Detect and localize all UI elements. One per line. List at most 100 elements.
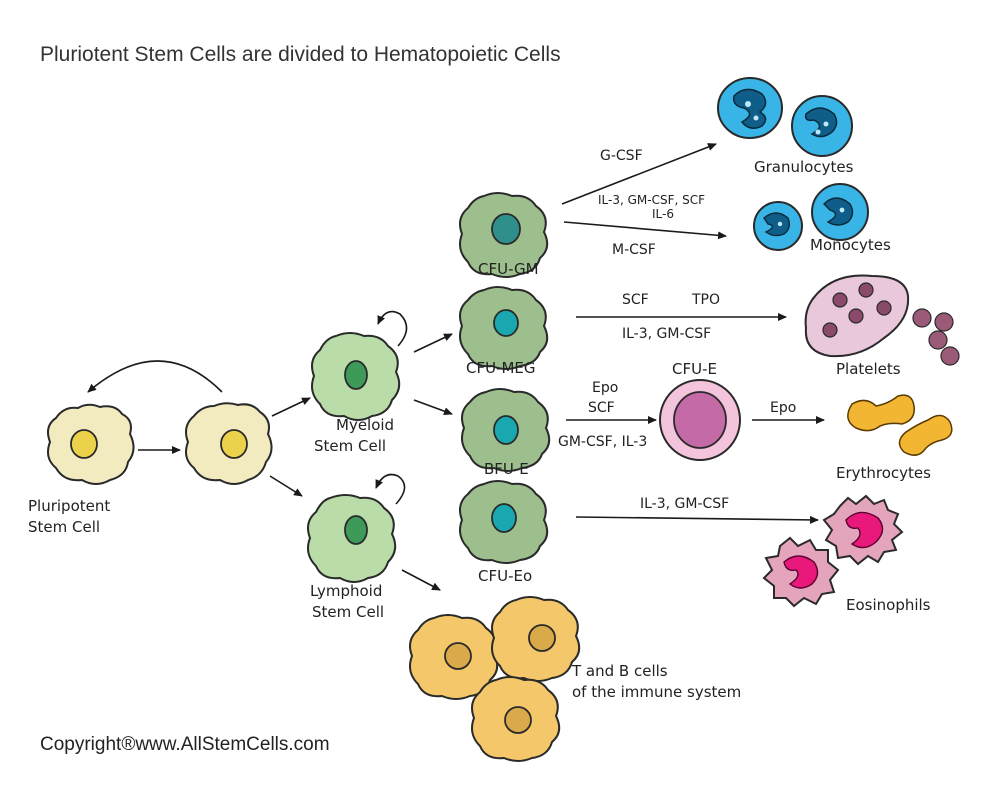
granulocyte-1-granule — [753, 115, 759, 121]
monocyte-1 — [753, 201, 803, 251]
eosinophil-2-nucleus — [783, 555, 819, 589]
granulocyte-1-granule — [745, 101, 751, 107]
tpo-label: TPO — [691, 292, 720, 308]
bfu-cytokine-mix-label: GM-CSF, IL-3 — [558, 434, 647, 450]
lymphoid-label-line2: Stem Cell — [312, 603, 384, 621]
bfu-e-nucleus — [493, 415, 519, 445]
platelet-granule — [822, 322, 838, 338]
monocytes-label: Monocytes — [810, 236, 891, 254]
myeloid-self-renewal-arrow — [377, 310, 408, 347]
epo-label-1: Epo — [592, 380, 618, 396]
to-cfu-meg-arrow — [413, 333, 453, 353]
g-csf-arrow — [561, 143, 717, 205]
lymphocyte-1-nucleus — [444, 642, 472, 670]
cfu-e-nucleus — [673, 391, 727, 449]
pluripotent-stem-cell-copy — [185, 402, 273, 485]
lymphoid-nucleus — [344, 515, 368, 545]
platelet-granule — [858, 282, 874, 298]
scf-label-2: SCF — [588, 400, 615, 416]
granulocyte-2-nucleus — [804, 107, 838, 138]
lymphocyte-3 — [471, 676, 561, 762]
lymphoid-label-line1: Lymphoid — [310, 582, 382, 600]
granulocytes-label: Granulocytes — [754, 158, 854, 176]
self-renewal-arrow — [87, 360, 223, 393]
cfu-eo-nucleus — [491, 503, 517, 533]
lymphocyte-2 — [491, 596, 581, 682]
g-csf-label: G-CSF — [600, 148, 643, 164]
cfu-e-label: CFU-E — [672, 360, 717, 378]
cfu-eo-label: CFU-Eo — [478, 567, 532, 585]
pluripotent-nucleus — [70, 429, 98, 459]
platelet — [940, 346, 960, 366]
platelet — [934, 312, 954, 332]
platelet — [928, 330, 948, 350]
gm-cytokine-mix-line1: IL-3, GM-CSF, SCF — [598, 193, 705, 207]
to-eosinophils-arrow — [575, 515, 819, 524]
platelet-granule — [848, 308, 864, 324]
cfu-gm-label: CFU-GM — [478, 260, 539, 278]
monocyte-2 — [811, 183, 869, 241]
platelet-granule — [876, 300, 892, 316]
eosinophils-label: Eosinophils — [846, 596, 931, 614]
diagram-title: Pluriotent Stem Cells are divided to Hem… — [40, 43, 561, 66]
eosinophil-1-nucleus — [845, 511, 884, 549]
lymphocyte-3-nucleus — [504, 706, 532, 734]
lymphoid-stem-cell — [307, 494, 397, 583]
eosinophil-2 — [762, 536, 840, 608]
granulocyte-2-granule — [823, 121, 829, 127]
cfu-meg-nucleus — [493, 309, 519, 337]
myeloid-nucleus — [344, 360, 368, 390]
eo-cytokine-mix-label: IL-3, GM-CSF — [640, 496, 729, 512]
megakaryocyte — [804, 274, 910, 358]
tb-cells-label-line2: of the immune system — [572, 683, 741, 701]
granulocyte-2-granule — [815, 129, 821, 135]
pluripotent-label-line2: Stem Cell — [28, 518, 100, 536]
cfu-gm-cell — [459, 192, 549, 278]
platelets-label: Platelets — [836, 360, 901, 378]
platelet-cluster — [912, 308, 960, 366]
erythrocyte-2-shape — [898, 414, 953, 456]
cfu-meg-cell — [459, 286, 549, 370]
to-lymphoid-arrow — [269, 475, 303, 497]
myeloid-label-line1: Myeloid — [336, 416, 394, 434]
monocyte-2-nucleus — [823, 197, 854, 226]
cfu-meg-label: CFU-MEG — [466, 359, 536, 377]
platelet-granule — [832, 292, 848, 308]
tb-cells-label-line1: T and B cells — [571, 662, 668, 680]
lymphocyte-2-nucleus — [528, 624, 556, 652]
granulocyte-2 — [791, 95, 853, 157]
monocyte-1-nucleus — [763, 212, 791, 237]
myeloid-label-line2: Stem Cell — [314, 437, 386, 455]
monocyte-2-granule — [839, 207, 845, 213]
gm-cytokine-mix-line2: IL-6 — [652, 207, 674, 221]
granulocyte-1 — [717, 77, 783, 139]
m-csf-label: M-CSF — [612, 242, 656, 258]
cfu-e-cell — [659, 379, 741, 461]
scf-label: SCF — [622, 292, 649, 308]
to-tb-cells-arrow — [401, 569, 441, 591]
lymphoid-self-renewal-arrow — [375, 473, 406, 505]
to-myeloid-arrow — [271, 397, 311, 417]
myeloid-stem-cell — [311, 332, 401, 421]
copyright-text: Copyright®www.AllStemCells.com — [40, 734, 330, 755]
to-bfu-e-arrow — [413, 399, 453, 415]
erythrocytes-label: Erythrocytes — [836, 464, 931, 482]
bfu-e-label: BFU-E — [484, 460, 529, 478]
eosinophil-1 — [822, 494, 904, 566]
pluripotent-label-line1: Pluripotent — [28, 497, 110, 515]
lymphocyte-1 — [409, 614, 499, 700]
cfu-eo-cell — [459, 480, 549, 564]
erythrocyte-1-shape — [847, 394, 915, 432]
monocyte-1-granule — [777, 221, 783, 227]
m-csf-arrow — [563, 221, 727, 240]
erythrocyte-2 — [898, 414, 953, 456]
pluripotent-copy-nucleus — [220, 429, 248, 459]
pluripotent-stem-cell — [47, 403, 135, 485]
epo-label-2: Epo — [770, 400, 796, 416]
meg-cytokine-mix-label: IL-3, GM-CSF — [622, 326, 711, 342]
erythrocyte-1 — [847, 394, 915, 432]
bfu-e-cell — [461, 388, 551, 472]
cfu-gm-nucleus — [491, 213, 521, 245]
